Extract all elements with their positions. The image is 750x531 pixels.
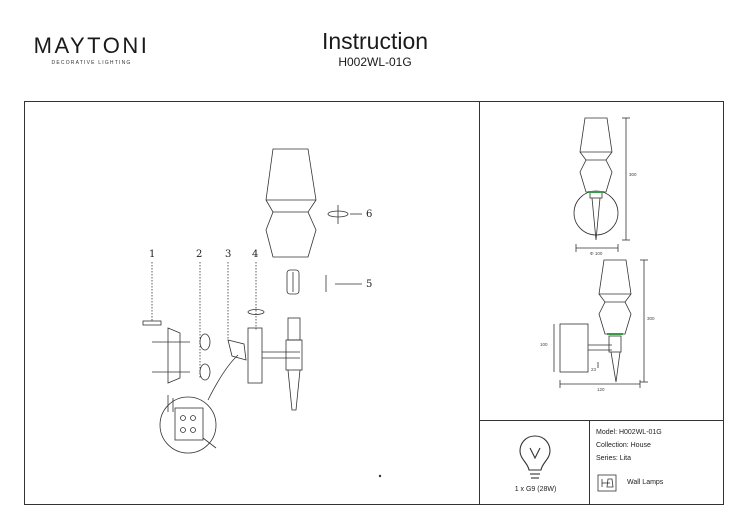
dim-front-width: Φ 100 xyxy=(590,251,603,256)
callout-6: 6 xyxy=(366,209,373,220)
zoom-detail xyxy=(159,395,217,454)
frame-divider-vertical xyxy=(479,101,480,505)
spec-model: Model: H002WL-01G xyxy=(596,429,662,436)
frame-divider-horizontal xyxy=(479,420,724,421)
page-subtitle: H002WL-01G xyxy=(338,55,412,69)
bulb-label: 1 x G9 (28W) xyxy=(514,486,557,493)
frame-divider-info xyxy=(589,420,590,505)
instruction-frame xyxy=(24,101,724,505)
spec-series: Series: Lita xyxy=(596,455,632,462)
bulb-icon xyxy=(519,435,551,479)
assembly-shade xyxy=(265,148,317,258)
callout-1: 1 xyxy=(149,249,156,260)
brand-logo: MAYTONI DECORATIVE LIGHTING xyxy=(24,33,159,67)
assembly-parts xyxy=(142,262,303,411)
dim-side-depth: 120 xyxy=(597,387,605,392)
spec-collection: Collection: House xyxy=(596,442,651,449)
rotate-arrow-6 xyxy=(327,205,362,224)
dim-arm-length: 23 xyxy=(591,367,597,372)
wall-lamp-icon xyxy=(597,474,617,492)
callout-3: 3 xyxy=(225,249,232,260)
dim-front-height: 300 xyxy=(629,172,637,177)
page-title: Instruction xyxy=(321,28,429,54)
callout-5: 5 xyxy=(366,279,373,290)
brand-tagline: DECORATIVE LIGHTING xyxy=(51,60,132,66)
dim-plate-height: 100 xyxy=(540,342,548,347)
front-view xyxy=(573,117,630,252)
callout-4: 4 xyxy=(252,249,259,260)
callout-2: 2 xyxy=(196,249,203,260)
spec-type-label: Wall Lamps xyxy=(627,479,664,486)
dim-side-height: 300 xyxy=(647,316,655,321)
brand-name: MAYTONI xyxy=(33,33,150,58)
bulb-part-5 xyxy=(286,269,362,295)
side-view xyxy=(553,259,648,388)
